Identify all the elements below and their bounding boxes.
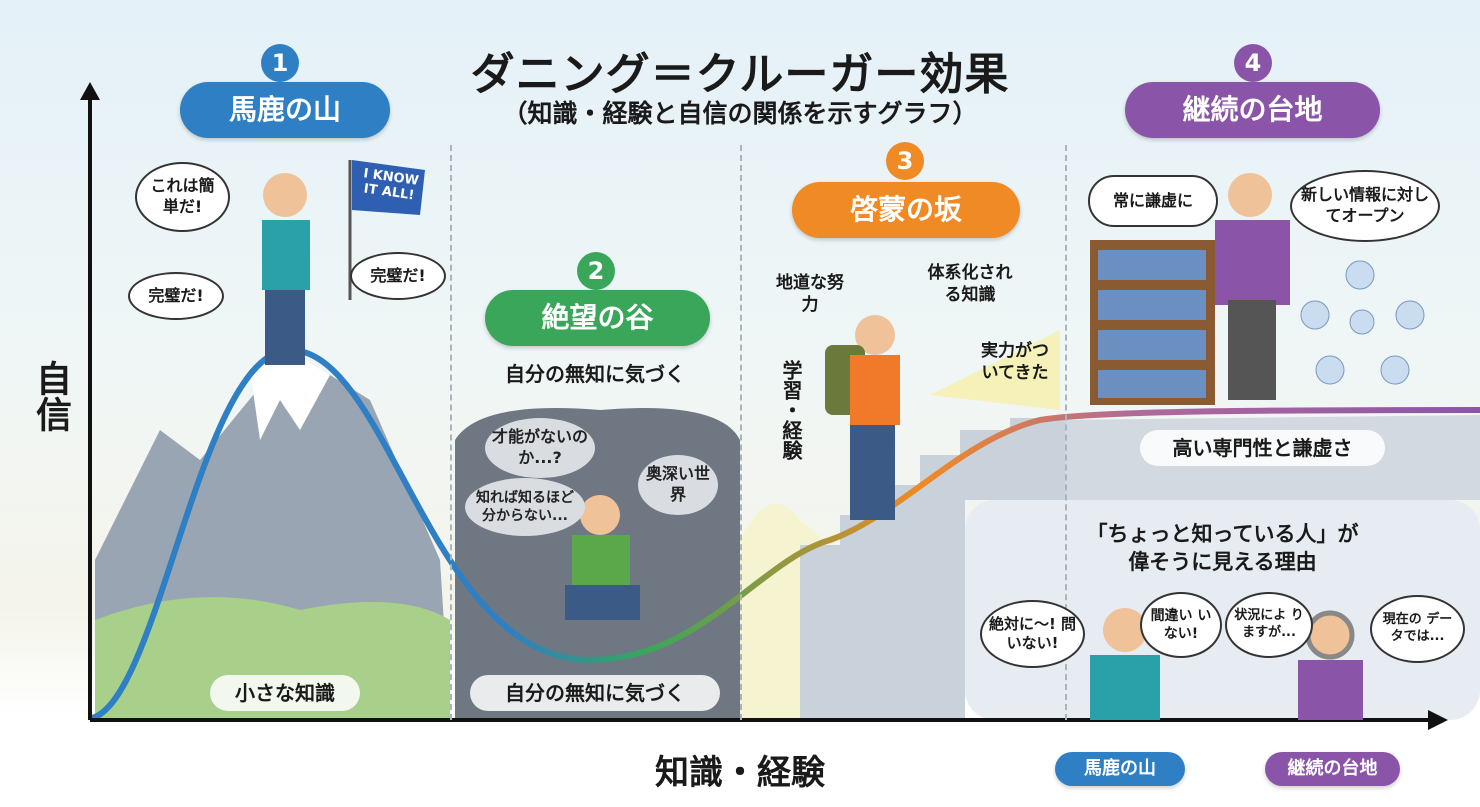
overconfident-man-icon <box>262 173 310 365</box>
page-title: ダニング＝クルーガー効果 <box>470 49 1010 100</box>
expert-man-icon <box>1215 173 1290 400</box>
speech-bubble: これは簡単だ! <box>135 162 230 232</box>
stage-4-number: 4 <box>1234 44 1272 82</box>
stage-3-number: 3 <box>886 142 924 180</box>
stage-3-title: 啓蒙の坂 <box>792 182 1020 238</box>
divider <box>740 145 742 720</box>
stage-3-note: 体系化される知識 <box>927 263 1013 306</box>
staircase <box>800 418 1065 720</box>
stage-2-caption: 自分の無知に気づく <box>470 675 720 711</box>
divider <box>450 145 452 720</box>
comparison-right-label: 継続の台地 <box>1265 752 1400 786</box>
stage-2-number: 2 <box>577 252 615 290</box>
speech-bubble: 新しい情報に対してオープン <box>1290 170 1440 242</box>
stage-4-title: 継続の台地 <box>1125 82 1380 138</box>
speech-bubble: 絶対に〜! 問いない! <box>980 600 1085 668</box>
divider <box>1065 145 1067 720</box>
stage-2-title: 絶望の谷 <box>485 290 710 346</box>
thought-bubble: 奥深い世界 <box>638 455 718 515</box>
speech-bubble: 常に謙虚に <box>1088 175 1218 227</box>
x-axis-label: 知識・経験 <box>655 753 825 793</box>
speech-bubble: 完璧だ! <box>128 272 224 320</box>
speech-bubble: 完璧だ! <box>350 252 446 300</box>
stage-4-caption: 高い専門性と謙虚さ <box>1140 430 1385 466</box>
speech-bubble: 間違い いない! <box>1140 592 1222 658</box>
comparison-title-line1: 「ちょっと知っている人」が <box>1086 522 1359 546</box>
thought-bubble: 知れば知るほど分からない... <box>465 478 585 536</box>
speech-bubble: 状況によ りますが... <box>1225 592 1313 658</box>
confident-young-man-icon <box>1090 608 1160 720</box>
stage-1-number: 1 <box>261 44 299 82</box>
comparison-left-label: 馬鹿の山 <box>1055 752 1185 786</box>
stage-1-caption: 小さな知識 <box>210 675 360 711</box>
stage-1-title: 馬鹿の山 <box>180 82 390 138</box>
speech-bubble: 現在の データでは... <box>1370 595 1465 663</box>
comparison-title: 「ちょっと知っている人」が 偉そうに見える理由 <box>965 520 1480 577</box>
humble-elder-icon <box>1298 610 1363 720</box>
despairing-man-icon <box>565 495 640 620</box>
y-axis-label: 自信 <box>30 360 71 432</box>
flag-icon <box>352 160 425 215</box>
knowledge-icons <box>1300 260 1425 385</box>
thought-bubble: 才能がないのか...? <box>485 418 595 478</box>
comparison-title-line2: 偉そうに見える理由 <box>1128 550 1317 575</box>
hills <box>95 597 450 720</box>
climbing-hiker-icon <box>825 315 900 520</box>
stage-2-subcaption: 自分の無知に気づく <box>505 362 685 386</box>
stage-3-note: 地道な努力 <box>776 273 844 316</box>
stage-3-note: 実力がついてきた <box>981 341 1049 384</box>
stage-3-vertical-label: 学習・経験 <box>779 360 803 460</box>
confidence-curve <box>90 346 1480 721</box>
page-subtitle: （知識・経験と自信の関係を示すグラフ） <box>502 99 978 128</box>
